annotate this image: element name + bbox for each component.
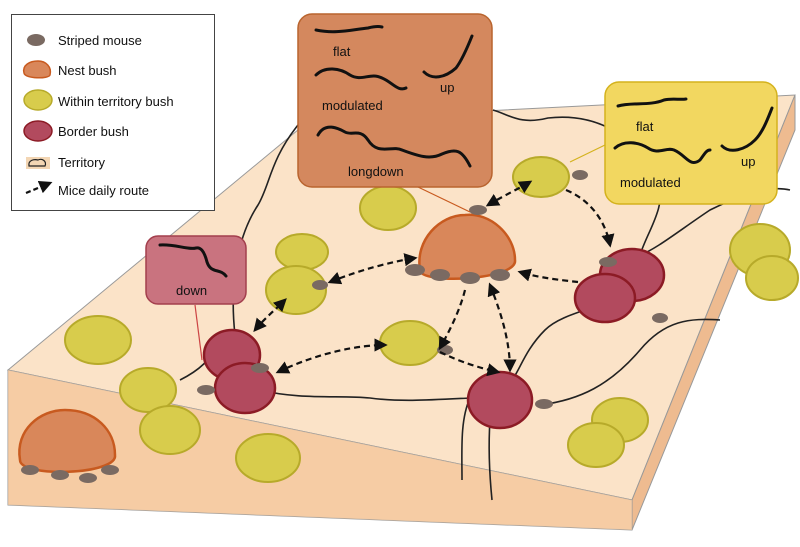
call-label-modulated: modulated [322, 98, 383, 113]
territory-bush-callout: flat modulated up [604, 81, 778, 205]
yellow-call-label-modulated: modulated [620, 175, 681, 190]
territory-bush-icon [23, 89, 53, 111]
border-bush-callout: down [145, 235, 247, 305]
modulated-call-contour [314, 67, 408, 91]
legend-label-territory-bush: Within territory bush [58, 94, 174, 109]
call-label-up: up [440, 80, 454, 95]
up-call-contour [422, 34, 474, 79]
yellow-modulated-call-contour [613, 141, 712, 165]
yellow-call-label-flat: flat [636, 119, 654, 134]
route-arrow-icon [25, 180, 53, 195]
territory-outline-icon [28, 158, 47, 167]
nest-bush-callout: flat modulated up longdown [297, 13, 493, 188]
longdown-call-contour [316, 125, 472, 168]
daily-routes [253, 180, 615, 377]
flat-call-contour [314, 25, 384, 34]
legend-icons [22, 34, 53, 195]
call-label-flat: flat [333, 44, 351, 59]
mouse-icon [27, 34, 45, 46]
call-label-longdown: longdown [348, 164, 404, 179]
legend: Striped mouse Nest bush Within territory… [11, 14, 215, 211]
nest-bush-icon [22, 60, 52, 79]
border-bush-icon [23, 120, 53, 142]
legend-label-territory: Territory [58, 155, 105, 170]
yellow-flat-call-contour [616, 97, 688, 108]
legend-label-route: Mice daily route [58, 183, 150, 198]
down-call-contour [158, 243, 228, 278]
legend-label-mouse: Striped mouse [58, 33, 142, 48]
border-bushes [202, 247, 666, 430]
territory-bushes [64, 156, 799, 483]
yellow-up-call-contour [720, 106, 774, 152]
call-label-down: down [176, 283, 207, 298]
legend-label-nest-bush: Nest bush [58, 63, 117, 78]
yellow-call-label-up: up [741, 154, 755, 169]
nest-bushes [18, 213, 517, 474]
legend-label-border-bush: Border bush [58, 124, 129, 139]
callout-connectors [194, 144, 606, 361]
